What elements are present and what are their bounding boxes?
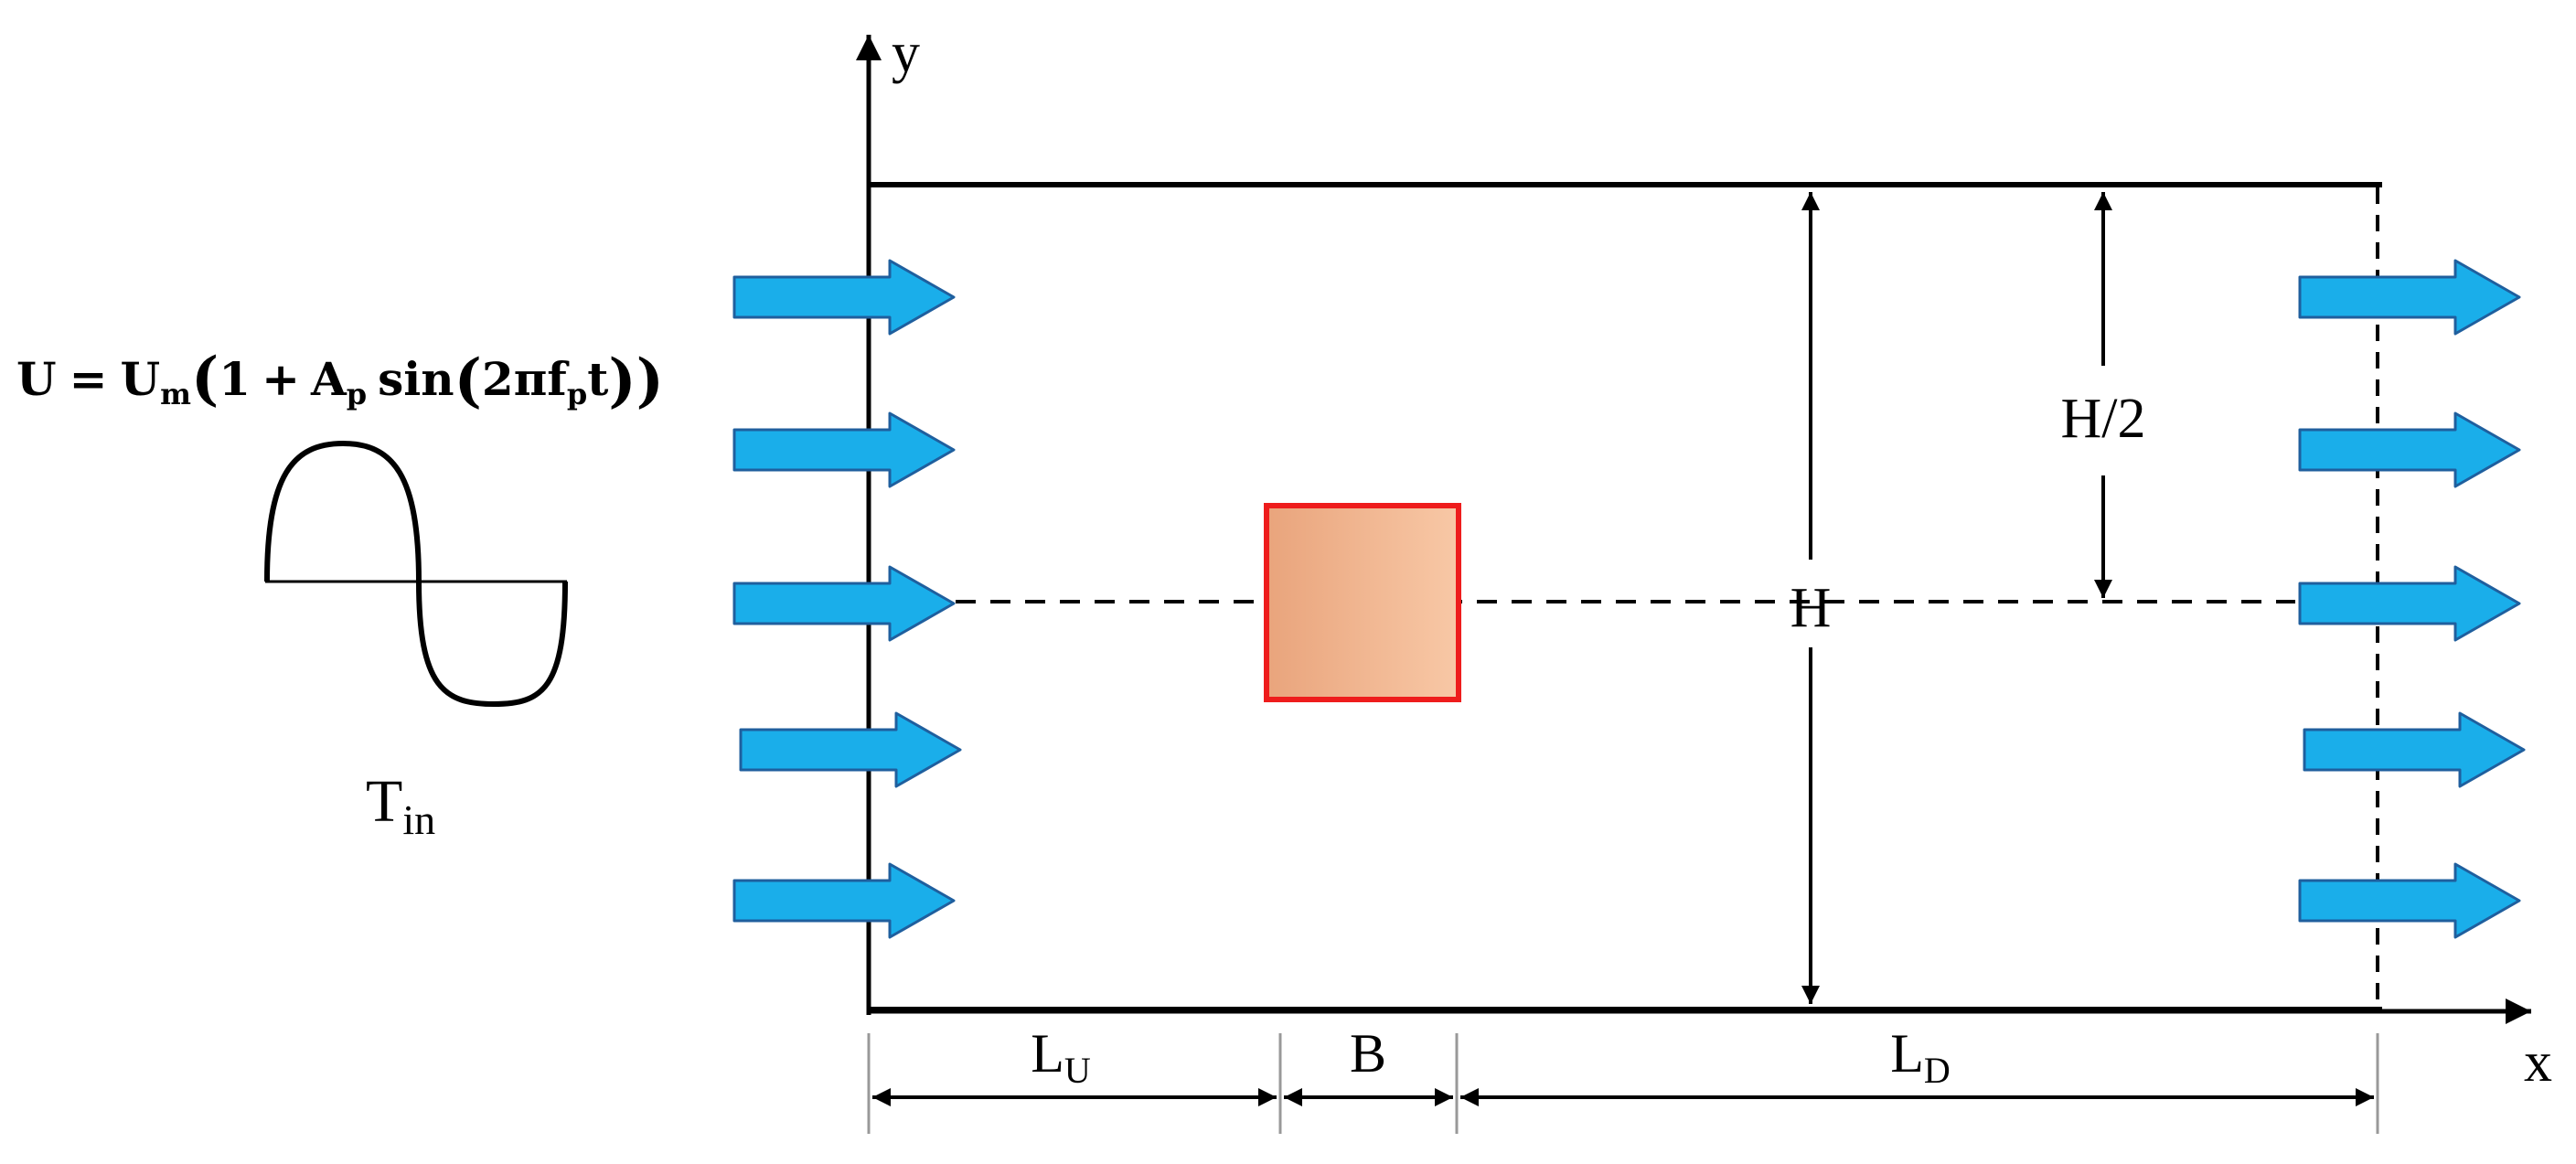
outlet-arrow [2303, 711, 2526, 788]
half-height-label: H/2 [2061, 388, 2146, 450]
outlet-arrow [2298, 862, 2521, 939]
upstream-length-label: LU [1031, 1023, 1091, 1091]
y-axis-label: y [892, 22, 920, 84]
height-label: H [1790, 577, 1832, 639]
outlet-arrow [2298, 259, 2521, 336]
inlet-arrow [732, 862, 956, 939]
outlet-arrow [2298, 565, 2521, 642]
inlet-arrow [732, 259, 956, 336]
inlet-temperature-label: Tin [366, 768, 435, 843]
block-width-label: B [1350, 1023, 1386, 1084]
x-axis-label: x [2524, 1031, 2552, 1094]
inlet-arrow [739, 711, 962, 788]
inlet-arrow [732, 411, 956, 488]
downstream-length-label: LD [1890, 1023, 1951, 1091]
inlet-arrow [732, 565, 956, 642]
sine-wave-icon [264, 440, 568, 708]
square-block [1264, 503, 1461, 702]
outlet-arrow [2298, 411, 2521, 488]
